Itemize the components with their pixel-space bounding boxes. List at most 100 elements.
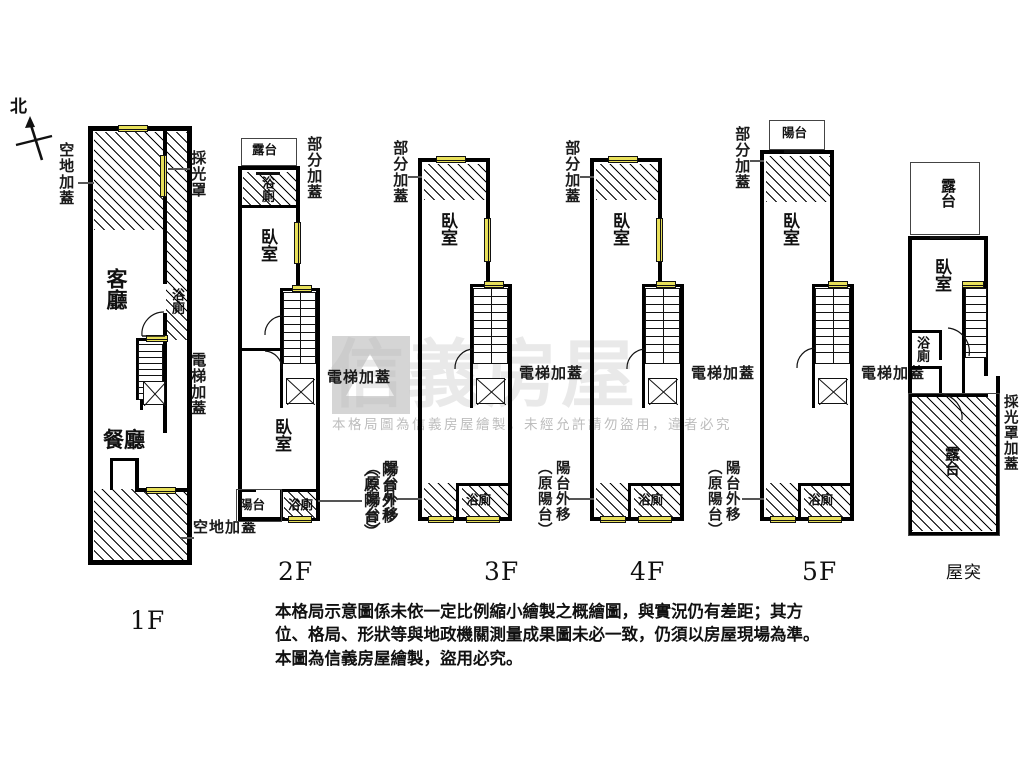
wall-1f-elev-right bbox=[163, 372, 167, 432]
door-rf-bedroom bbox=[947, 327, 970, 357]
watermark-notice-text: 本格局圖為信義房屋繪製，未經允許請勿盜用，違者必究 bbox=[332, 417, 732, 433]
door-1f-bath bbox=[141, 311, 165, 337]
window-4f-bath bbox=[638, 516, 672, 523]
stair-rf bbox=[965, 288, 987, 358]
wall-3f-bath-top bbox=[456, 483, 508, 486]
annotation-5f-balcony-original: （原陽台） bbox=[705, 460, 722, 538]
window-1f-top bbox=[118, 125, 148, 132]
window-3f-side bbox=[484, 218, 491, 262]
wall-3f-bottom bbox=[418, 517, 512, 521]
window-4f-stair bbox=[656, 281, 676, 288]
door-4f bbox=[626, 348, 647, 370]
annotation-5f-partial-addition: 部分加蓋 bbox=[733, 126, 752, 190]
wall-5f-left bbox=[760, 150, 764, 521]
opening-2f-terrace bbox=[256, 172, 280, 175]
wall-5f-bottom bbox=[760, 517, 854, 521]
north-arrow-icon bbox=[15, 116, 53, 161]
annotation-5f-balcony-moved: 陽台外移 bbox=[723, 460, 740, 522]
leader-4f-partial bbox=[580, 176, 594, 178]
opening-rf-terrace bbox=[930, 236, 960, 239]
window-2f-stair bbox=[292, 285, 312, 292]
door-5f bbox=[796, 347, 817, 369]
window-3f-bath bbox=[466, 516, 500, 523]
hatch-3f-bath bbox=[462, 483, 508, 519]
room-label-rf-bedroom: 臥室 bbox=[931, 258, 951, 292]
wall-1f-bath-left bbox=[136, 338, 139, 400]
hatch-skylight-1f bbox=[166, 132, 190, 340]
window-5f-bath bbox=[808, 516, 842, 523]
door-2f-lower bbox=[264, 350, 283, 370]
room-label-2f-bedroom-lower: 臥室 bbox=[271, 418, 291, 452]
window-3f-top bbox=[436, 156, 466, 163]
wall-2f-balcony-top bbox=[238, 489, 256, 492]
annotation-2f-elevator: 電梯加蓋 bbox=[327, 369, 391, 386]
annotation-2f-balcony-moved: 陽台外移 bbox=[379, 462, 396, 524]
floor-tag-4f: 4F bbox=[630, 557, 666, 586]
annotation-2f-partial-addition: 部分加蓋 bbox=[305, 136, 324, 200]
wall-2f-bath2-top bbox=[280, 489, 318, 492]
annotation-3f-balcony-moved: 陽台外移 bbox=[381, 460, 398, 522]
room-label-4f-bedroom: 臥室 bbox=[609, 212, 629, 246]
hatch-4f-bath bbox=[634, 483, 680, 519]
window-5f-stair bbox=[828, 281, 848, 288]
window-4f-top bbox=[608, 156, 638, 163]
wall-4f-bath-left bbox=[628, 483, 631, 519]
room-label-2f-terrace: 露台 bbox=[252, 142, 278, 157]
room-label-2f-balcony: 陽台 bbox=[240, 497, 266, 512]
leader-1f-open-land-bottom bbox=[181, 537, 194, 539]
wall-rf-bath-right-b bbox=[939, 366, 942, 396]
wall-rf-bottom bbox=[908, 532, 1000, 536]
annotation-4f-elevator: 電梯加蓋 bbox=[691, 365, 755, 382]
room-label-5f-bath: 浴廁 bbox=[808, 492, 834, 507]
opening-5f-balcony bbox=[784, 150, 810, 153]
terrace-box-2f bbox=[241, 138, 297, 166]
hatch-2f-bath-lower bbox=[284, 492, 316, 518]
disclaimer-line-3: 本圖為信義房屋繪製，盜用必究。 bbox=[275, 648, 523, 668]
hatch-open-land-top-1f bbox=[94, 132, 166, 230]
wall-1f-left bbox=[88, 126, 93, 565]
hatch-5f-top bbox=[766, 156, 830, 202]
wall-5f-bath-left bbox=[798, 483, 801, 519]
wall-1f-right bbox=[187, 126, 192, 565]
door-rf-terrace bbox=[941, 393, 963, 421]
brand-logo-watermark bbox=[332, 336, 410, 414]
floor-tag-1f: 1F bbox=[130, 606, 166, 635]
room-label-3f-bath: 浴廁 bbox=[466, 492, 492, 507]
leader-3f-balcony bbox=[398, 498, 422, 500]
hatch-4f-top bbox=[596, 164, 658, 200]
leader-5f-balcony bbox=[742, 498, 764, 500]
hatch-5f-balcony bbox=[766, 483, 798, 519]
annotation-4f-balcony-moved: 陽台外移 bbox=[553, 460, 570, 522]
wall-rf-core-left bbox=[962, 284, 965, 396]
elevator-4f bbox=[648, 378, 678, 405]
room-label-rf-terrace-top: 露台 bbox=[939, 178, 957, 208]
annotation-4f-partial-addition: 部分加蓋 bbox=[563, 140, 582, 204]
leader-5f-partial bbox=[750, 160, 764, 162]
wall-3f-core-left bbox=[470, 284, 473, 408]
wall-rf-left bbox=[908, 236, 912, 536]
window-1f-lower bbox=[146, 487, 176, 494]
room-label-1f-bath: 浴廁 bbox=[169, 288, 184, 314]
wall-2f-left bbox=[238, 166, 242, 521]
disclaimer-line-1: 本格局示意圖係未依一定比例縮小繪製之概繪圖，與實況仍有差距；其方 bbox=[275, 602, 803, 621]
room-label-2f-bath-upper: 浴廁 bbox=[259, 176, 274, 202]
wall-2f-mid bbox=[238, 348, 282, 351]
annotation-3f-balcony-original: （原陽台） bbox=[363, 460, 380, 538]
wall-4f-bottom bbox=[590, 517, 684, 521]
window-4f-side bbox=[656, 218, 663, 262]
wall-1f-kitchen-top bbox=[110, 458, 138, 461]
hatch-open-land-bottom-1f bbox=[94, 489, 190, 561]
wall-4f-core-right bbox=[680, 284, 684, 521]
disclaimer-line-2: 位、格局、形狀等與地政機關測量成果圖未必一致，仍須以房屋現場為準。 bbox=[275, 625, 820, 645]
balcony-box-5f bbox=[769, 120, 825, 150]
stair-4f bbox=[645, 288, 680, 364]
wall-3f-left bbox=[418, 158, 422, 521]
room-label-1f-living: 客廳 bbox=[104, 268, 128, 310]
annotation-3f-partial-addition: 部分加蓋 bbox=[391, 140, 410, 204]
hatch-2f-bath bbox=[243, 172, 297, 208]
wall-4f-core-left bbox=[642, 284, 645, 408]
room-label-2f-bath-lower: 浴廁 bbox=[288, 497, 314, 512]
terrace-box-rf bbox=[910, 162, 980, 235]
wall-5f-core-right bbox=[850, 284, 854, 521]
